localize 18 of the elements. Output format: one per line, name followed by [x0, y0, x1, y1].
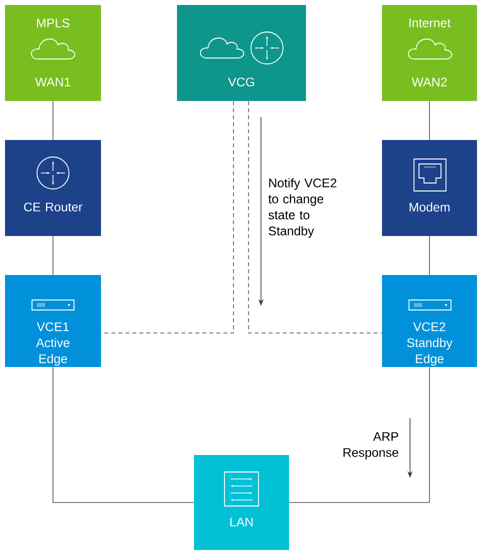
network-box: LAN: [194, 455, 289, 550]
network-box: VCE2 Standby Edge: [382, 275, 477, 367]
network-box: MPLS WAN1: [5, 5, 101, 101]
connector-line: [52, 236, 54, 276]
network-box: Modem: [382, 140, 477, 236]
connector-line: [429, 100, 430, 140]
network-box: VCE1 Active Edge: [5, 275, 101, 367]
connector-line: [100, 100, 234, 334]
network-box: Internet WAN2: [382, 5, 477, 101]
note-text: ARP Response: [344, 432, 398, 460]
connector-line: [248, 100, 382, 334]
note-text: Notify VCE2 to change state to Standby: [268, 178, 336, 238]
connector-line: [52, 100, 54, 140]
connector-line: [288, 366, 430, 503]
network-box: CE Router: [5, 140, 101, 236]
connector-line: [52, 366, 194, 503]
network-box: VCG: [177, 5, 306, 101]
connector-line: [429, 236, 430, 276]
